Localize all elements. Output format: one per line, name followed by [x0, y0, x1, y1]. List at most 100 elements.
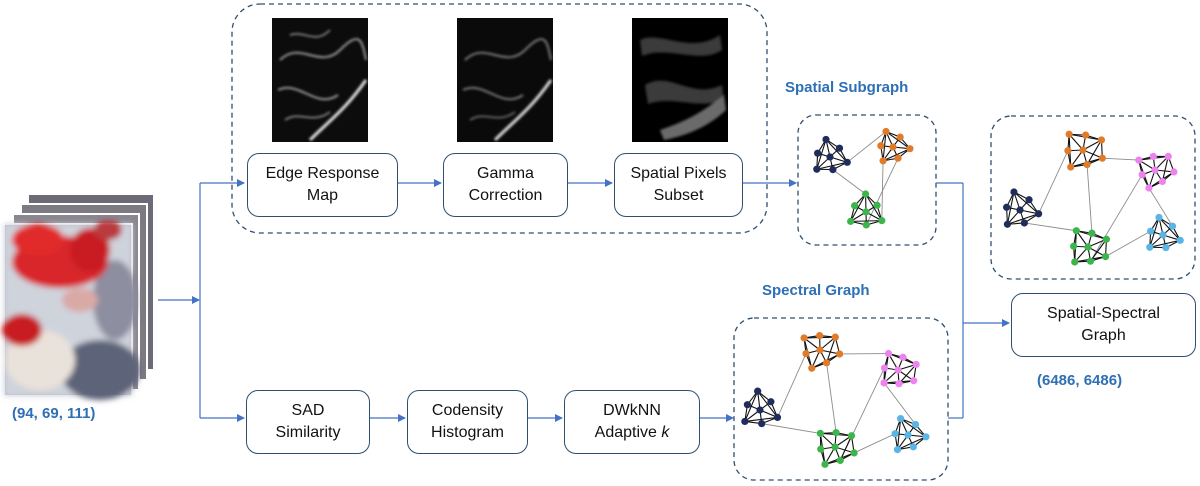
spatial-subgraph: [813, 127, 914, 229]
output-shape-label: (6486, 6486): [1037, 372, 1123, 389]
graph-node: [1084, 243, 1092, 251]
graph-node: [773, 413, 782, 421]
graph-node: [743, 401, 751, 409]
graph-node: [904, 431, 912, 439]
graph-node: [1155, 213, 1163, 222]
graph-node: [829, 166, 837, 174]
graph-node: [1020, 219, 1028, 227]
graph-link: [853, 433, 896, 454]
graph-node: [1101, 252, 1110, 261]
graph-node: [800, 334, 808, 342]
graph-node: [894, 366, 902, 374]
graph-node: [1176, 236, 1184, 244]
spectral-graph: [741, 332, 930, 468]
graph-link: [1024, 222, 1077, 232]
graph-node: [894, 154, 902, 162]
graph-node: [893, 446, 902, 454]
graph-node: [899, 353, 907, 361]
graph-node: [910, 377, 918, 385]
graph-node: [896, 133, 904, 141]
graph-node: [877, 142, 885, 150]
graph-node: [1164, 152, 1172, 161]
graph-node: [1098, 154, 1106, 162]
dwknn-adaptive-k-box: DWkNN Adaptive k: [564, 390, 700, 454]
graph-link: [1102, 157, 1139, 161]
graph-link: [1090, 174, 1143, 262]
graph-node: [1071, 258, 1079, 266]
graph-node: [813, 165, 821, 173]
graph-link: [846, 131, 887, 163]
graph-link: [1086, 164, 1093, 234]
graph-node: [817, 445, 825, 453]
graph-node: [802, 349, 810, 358]
graph-edge: [1161, 156, 1169, 182]
graph-node: [1072, 227, 1080, 235]
graph-link: [832, 169, 866, 195]
graph-link: [826, 362, 837, 433]
graph-node: [836, 456, 844, 465]
graph-node: [873, 201, 881, 209]
graph-node: [843, 158, 851, 166]
graph-node: [756, 406, 764, 414]
input-shape-label: (94, 69, 111): [12, 405, 95, 422]
spatial-pixels-thumbnail: [632, 18, 728, 142]
graph-node: [850, 449, 858, 457]
graph-node: [1002, 203, 1011, 211]
spatial-spectral-graph-frame: [990, 115, 1196, 280]
graph-node: [1170, 168, 1178, 176]
graph-node: [1010, 188, 1018, 196]
graph-node: [826, 153, 834, 161]
graph-link: [1038, 150, 1069, 214]
graph-link: [761, 423, 821, 434]
sad-similarity-box: SAD Similarity: [246, 390, 370, 454]
graph-node: [1162, 244, 1170, 252]
graph-node: [1151, 166, 1159, 174]
graph-node: [1135, 156, 1143, 164]
graph-edge: [1090, 238, 1107, 262]
spatial-spectral-graph-box: Spatial-Spectral Graph: [1011, 293, 1196, 357]
graph-node: [922, 433, 930, 441]
graph-node: [1145, 184, 1153, 192]
graph-node: [880, 364, 889, 372]
graph-edge: [898, 364, 917, 385]
graph-link: [777, 353, 807, 418]
graph-node: [831, 333, 839, 341]
graph-node: [816, 346, 824, 354]
graph-node: [911, 420, 920, 429]
hyperspectral-cube: [2, 193, 155, 400]
graph-node: [1003, 220, 1012, 228]
gamma-correction-box: Gamma Correction: [443, 153, 568, 217]
graph-link: [1148, 187, 1173, 227]
graph-node: [1159, 231, 1167, 239]
graph-node: [816, 429, 824, 437]
gamma-correction-thumbnail: [457, 18, 553, 142]
graph-node: [836, 350, 844, 358]
graph-node: [847, 217, 855, 225]
graph-node: [1146, 243, 1154, 251]
graph-node: [1168, 222, 1177, 230]
graph-node: [822, 359, 831, 367]
spectral-graph-title: Spectral Graph: [762, 282, 870, 299]
graph-node: [1016, 206, 1024, 214]
graph-node: [1149, 152, 1157, 161]
k-symbol: k: [661, 424, 670, 441]
edge-response-map-box: Edge Response Map: [247, 153, 398, 217]
graph-node: [862, 208, 870, 216]
graph-node: [821, 460, 829, 468]
graph-node: [895, 380, 903, 388]
dwknn-adaptive-k-label: DWkNN Adaptive k: [594, 402, 670, 441]
graph-node: [847, 432, 856, 440]
graph-node: [1138, 171, 1146, 179]
graph-edge: [1086, 139, 1102, 165]
spatial-spectral-graph-drawing: [1002, 130, 1184, 266]
graph-node: [1082, 131, 1090, 139]
graph-node: [1065, 130, 1073, 138]
graph-node: [882, 127, 890, 136]
graph-node: [851, 202, 859, 210]
connectors: [158, 179, 1010, 422]
graph-node: [1158, 177, 1167, 186]
graph-node: [831, 443, 839, 451]
graph-node: [1083, 160, 1091, 169]
graph-node: [754, 387, 762, 395]
graph-node: [912, 360, 920, 369]
